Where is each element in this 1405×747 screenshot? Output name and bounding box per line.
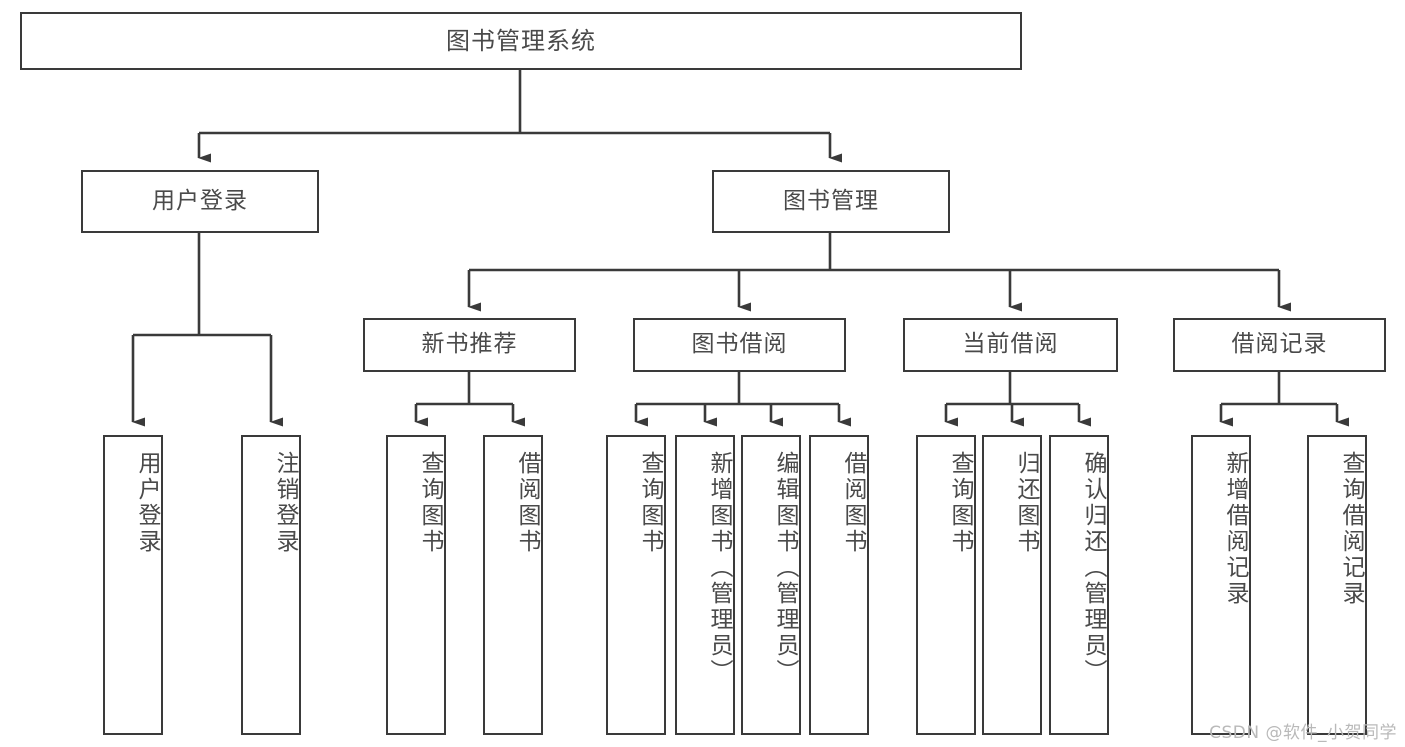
leaf-query-borrow-record[interactable]: 查询借阅记录 <box>1307 435 1367 735</box>
node-label: 查询图书 <box>637 451 663 555</box>
node-label: 新增图书（管理员） <box>706 451 732 685</box>
node-label: 注销登录 <box>272 451 298 555</box>
leaf-confirm-return-admin[interactable]: 确认归还（管理员） <box>1049 435 1109 735</box>
node-label: 图书管理 <box>783 187 879 214</box>
node-borrowing-record[interactable]: 借阅记录 <box>1173 318 1386 372</box>
node-new-book-recommendation[interactable]: 新书推荐 <box>363 318 576 372</box>
node-current-borrowing[interactable]: 当前借阅 <box>903 318 1118 372</box>
node-label: 编辑图书（管理员） <box>772 451 798 685</box>
csdn-watermark: CSDN @软件_小贺同学 <box>1209 723 1397 743</box>
leaf-query-book-borrow[interactable]: 查询图书 <box>606 435 666 735</box>
node-label: 借阅图书 <box>514 451 540 555</box>
node-label: 图书管理系统 <box>446 26 596 55</box>
leaf-query-book-current[interactable]: 查询图书 <box>916 435 976 735</box>
node-label: 归还图书 <box>1013 451 1039 555</box>
leaf-logout[interactable]: 注销登录 <box>241 435 301 735</box>
node-user-login[interactable]: 用户登录 <box>81 170 319 233</box>
node-root-book-management-system[interactable]: 图书管理系统 <box>20 12 1022 70</box>
node-label: 新书推荐 <box>421 331 518 358</box>
node-label: 借阅记录 <box>1231 331 1328 358</box>
node-label: 确认归还（管理员） <box>1080 451 1106 685</box>
node-label: 查询借阅记录 <box>1338 451 1364 607</box>
leaf-borrow-book-recommend[interactable]: 借阅图书 <box>483 435 543 735</box>
leaf-edit-book-admin[interactable]: 编辑图书（管理员） <box>741 435 801 735</box>
node-book-management[interactable]: 图书管理 <box>712 170 950 233</box>
node-label: 新增借阅记录 <box>1222 451 1248 607</box>
node-label: 图书借阅 <box>691 331 788 358</box>
leaf-query-book-recommend[interactable]: 查询图书 <box>386 435 446 735</box>
node-label: 查询图书 <box>417 451 443 555</box>
node-label: 查询图书 <box>947 451 973 555</box>
leaf-borrow-book[interactable]: 借阅图书 <box>809 435 869 735</box>
node-label: 当前借阅 <box>962 331 1059 358</box>
leaf-add-book-admin[interactable]: 新增图书（管理员） <box>675 435 735 735</box>
node-label: 用户登录 <box>152 187 248 214</box>
leaf-user-login[interactable]: 用户登录 <box>103 435 163 735</box>
node-book-borrowing[interactable]: 图书借阅 <box>633 318 846 372</box>
leaf-return-book[interactable]: 归还图书 <box>982 435 1042 735</box>
node-label: 用户登录 <box>134 451 160 555</box>
leaf-add-borrow-record[interactable]: 新增借阅记录 <box>1191 435 1251 735</box>
node-label: 借阅图书 <box>840 451 866 555</box>
